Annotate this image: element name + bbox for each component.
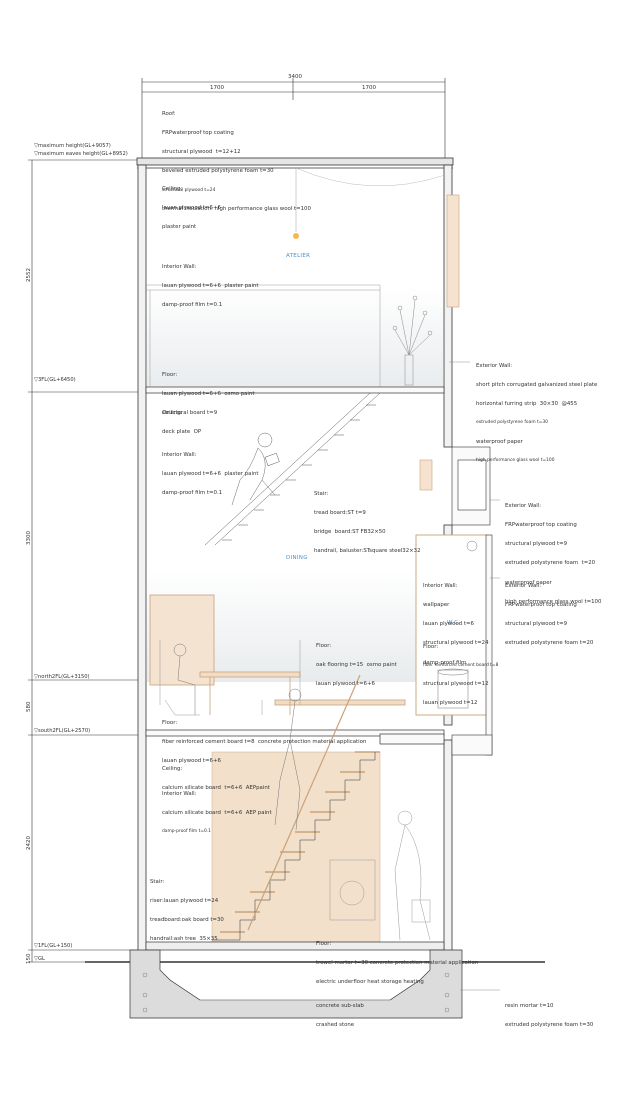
stair-lower-treads [220,751,380,933]
note-floor-wc: Floor: fiber reinforced cement board t=8… [423,643,499,707]
stair-handrail [247,674,361,931]
slab-1f [145,941,445,951]
wc-room [415,534,489,716]
dim-v-150: 150 [26,953,32,965]
note-foundation-side: resin mortar t=10 extruded polystyrene f… [505,1002,594,1029]
stair-upper [204,392,381,546]
note-stair-2f: Stair: tread board:ST t=9 bridge board:S… [314,490,421,555]
foundation [129,949,463,1019]
dining-table [149,594,406,715]
leader-lines [449,361,500,991]
left-dimension [28,159,140,963]
level-3fl: ▽3FL(GL+6450) [34,377,76,383]
note-ceiling-1f: Ceiling: calcium silicate board t=6+6 AE… [162,765,270,792]
foundation-rebar [142,972,450,1013]
note-foundation: concrete sub-slab crashed stone [316,1002,364,1029]
stair-lower-box [211,751,381,943]
level-1fl: ▽1FL(GL+150) [34,943,73,949]
note-floor-1f: Floor: trowel mortar t=30 concrete prote… [316,940,479,986]
note-ceiling-3f: Ceiling: lauan plywood t=6+6 plaster pai… [162,185,221,231]
level-max-eaves: ▽maximum eaves height(GL+8952) [34,151,128,157]
note-roof: Roof: FRPwaterproof top coating structur… [162,110,311,212]
note-exterior-wall-mid: Exterior Wall: FRPwaterproof top coating… [505,502,602,605]
atelier-rail [146,284,381,387]
dim-right-half: 1700 [362,85,376,91]
person-sitting-figure [173,643,196,715]
washer-figure [329,859,376,921]
window-box-upper [419,446,491,526]
plant-figure [392,295,433,386]
dim-v-2420: 2420 [26,836,32,850]
note-floor-dining: Floor: oak flooring t=15 osmo paint laua… [316,642,397,688]
dim-v-580: 580 [26,701,32,713]
note-wall-2f: Interior Wall: lauan plywood t=6+6 plast… [162,451,259,497]
person-walking-figure [274,688,302,831]
person-reading-figure [231,432,280,506]
room-wc: W.C. [447,620,461,626]
note-floor-south2f: Floor: fiber reinforced cement board t=8… [162,719,367,765]
lamp-figure [293,167,446,239]
dim-v-2552: 2552 [26,268,32,282]
note-wall-1f: Interior Wall: calcium silicate board t=… [162,790,272,835]
note-wc-interior-wall: Interior Wall: wallpaper lauan plywood t… [423,582,489,666]
dim-left-half: 1700 [210,85,224,91]
chair-figure [159,640,301,716]
room-atelier: ATELIER [286,253,311,259]
note-floor-3f: Floor: lauan plywood t=6+6 osmo paint st… [162,371,255,417]
note-exterior-wall-wc: Exterior Wall: FRPwaterproof top coating… [505,582,594,647]
level-south2fl: ▽south2FL(GL+2570) [34,728,91,734]
slab-north2f [145,729,445,745]
atelier-fill [147,285,443,387]
roof [136,157,454,169]
window-atelier [446,194,460,308]
dim-total: 3400 [288,74,302,80]
person-bucket-figure [394,810,431,941]
top-dimension [141,78,446,160]
room-dining: DINING [286,555,308,561]
dim-v-3300: 3300 [26,531,32,545]
toilet-figure [437,540,478,709]
note-stair-1f: Stair: riser:lauan plywood t=24 treadboa… [150,878,224,943]
wc-outer [451,534,493,756]
level-max-height: ▽maximum height(GL+9057) [34,143,111,149]
note-ceiling-2f: Ceiling: deck plate OP [162,409,202,436]
note-exterior-wall-upper: Exterior Wall: short pitch corrugated ga… [476,362,598,463]
slab-3f [145,386,445,394]
level-north2fl: ▽north2FL(GL+3150) [34,674,90,680]
note-wall-3f: Interior Wall: lauan plywood t=6+6 plast… [162,263,259,309]
level-gl: ▽GL [34,956,45,962]
